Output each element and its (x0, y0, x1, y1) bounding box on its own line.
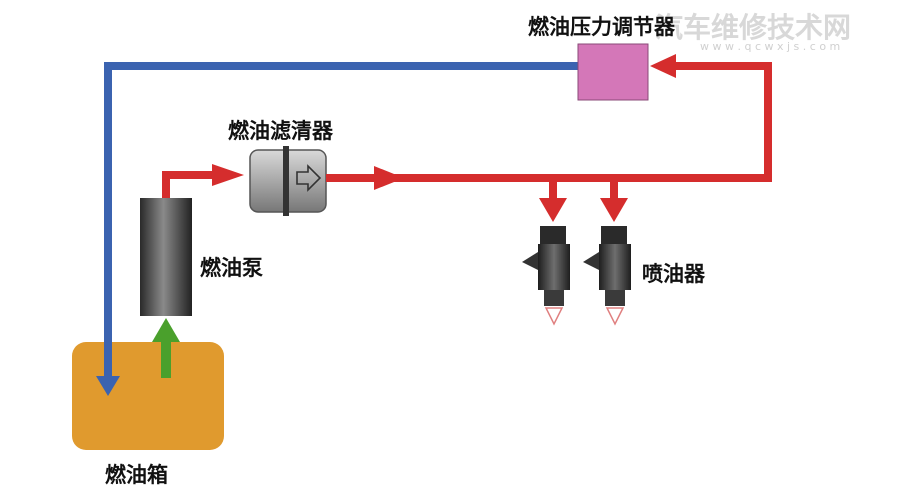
return-line (104, 62, 578, 378)
intake-arrow-head (152, 318, 180, 342)
fuel-filter-ring (283, 146, 289, 216)
return-arrow-head (96, 376, 120, 396)
label-filter: 燃油滤清器 (228, 119, 333, 143)
supply-arrow-to-regulator (650, 54, 676, 78)
injector-feed-1 (549, 178, 557, 202)
supply-line-pump-filter (162, 171, 222, 198)
injector-arrow-2 (600, 198, 628, 222)
fuel-pump (140, 198, 192, 316)
watermark-title: 汽车维修技术网 (655, 11, 852, 44)
filter-direction-icon (296, 164, 322, 192)
intake-arrow-shaft (161, 340, 171, 378)
label-tank: 燃油箱 (105, 463, 168, 487)
injector-arrow-1 (539, 198, 567, 222)
watermark-url: w w w . q c w x j s . c o m (700, 40, 841, 53)
fuel-injector-2 (583, 226, 631, 326)
fuel-tank (72, 342, 224, 450)
label-regulator: 燃油压力调节器 (528, 15, 675, 39)
fuel-pressure-regulator (577, 43, 649, 101)
fuel-injector-1 (522, 226, 570, 326)
label-injector: 喷油器 (642, 262, 705, 286)
supply-arrow-to-filter (212, 164, 244, 186)
injector-feed-2 (610, 178, 618, 202)
supply-line-main (326, 62, 772, 182)
supply-arrow-mid (374, 166, 404, 190)
label-pump: 燃油泵 (200, 256, 263, 280)
